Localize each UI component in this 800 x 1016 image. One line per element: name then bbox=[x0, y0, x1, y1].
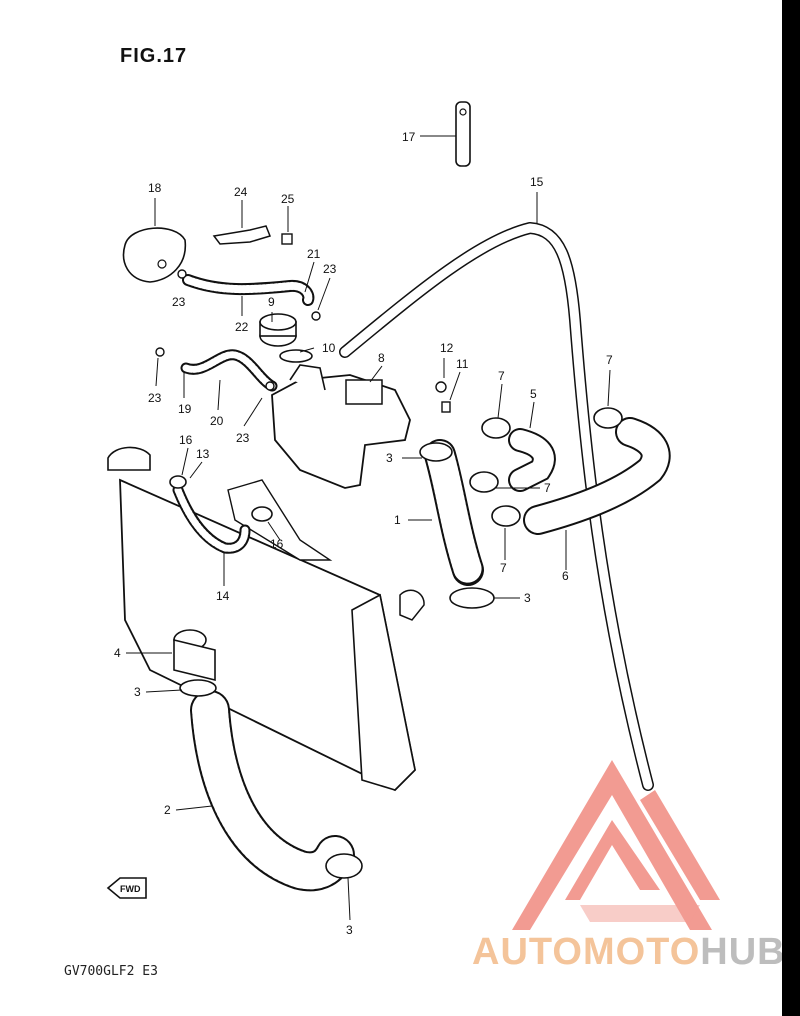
callout-16b: 16 bbox=[270, 537, 284, 551]
callout-23b: 23 bbox=[172, 295, 186, 309]
callout-18: 18 bbox=[148, 181, 162, 195]
cover-18 bbox=[122, 227, 187, 283]
callout-7c: 7 bbox=[544, 481, 551, 495]
fwd-arrow-icon: FWD bbox=[106, 877, 147, 899]
callout-16a: 16 bbox=[179, 433, 193, 447]
bracket-24 bbox=[212, 225, 272, 245]
callout-13: 13 bbox=[196, 447, 210, 461]
callout-layer bbox=[126, 135, 611, 921]
radiator-core bbox=[107, 446, 425, 792]
callout-3b: 3 bbox=[524, 591, 531, 605]
callout-23a: 23 bbox=[323, 262, 337, 276]
callout-25: 25 bbox=[281, 192, 295, 206]
callout-15: 15 bbox=[530, 175, 544, 189]
callout-17: 17 bbox=[402, 130, 416, 144]
right-border bbox=[782, 0, 800, 1016]
callout-14: 14 bbox=[216, 589, 230, 603]
watermark-text: AUTOMOTOHUB bbox=[472, 930, 786, 974]
callout-7d: 7 bbox=[500, 561, 507, 575]
callout-11: 11 bbox=[456, 357, 469, 371]
callout-1: 1 bbox=[394, 513, 401, 527]
callout-21: 21 bbox=[307, 247, 321, 261]
gasket-10 bbox=[279, 349, 313, 363]
callout-23c: 23 bbox=[148, 391, 162, 405]
callout-20: 20 bbox=[210, 414, 224, 428]
figure-title: FIG.17 bbox=[120, 45, 188, 67]
callout-22: 22 bbox=[235, 320, 249, 334]
callout-2: 2 bbox=[164, 803, 171, 817]
model-code: GV700GLF2 E3 bbox=[64, 964, 158, 979]
callout-24: 24 bbox=[234, 185, 248, 199]
callout-8: 8 bbox=[378, 351, 385, 365]
reservoir-tank-8 bbox=[271, 364, 411, 489]
callout-23d: 23 bbox=[236, 431, 250, 445]
callout-4: 4 bbox=[114, 646, 121, 660]
fitting-4 bbox=[173, 629, 216, 682]
radiator-cap-9 bbox=[259, 313, 297, 347]
callout-labels: 17 15 18 24 25 21 23 23 22 9 10 23 19 20… bbox=[114, 130, 613, 937]
clamps bbox=[169, 407, 623, 879]
callout-5: 5 bbox=[530, 387, 537, 401]
callout-7b: 7 bbox=[606, 353, 613, 367]
fasteners bbox=[155, 269, 451, 413]
watermark-text-b: HUB bbox=[700, 931, 786, 973]
callout-6: 6 bbox=[562, 569, 569, 583]
watermark-logo bbox=[512, 760, 720, 930]
callout-3a: 3 bbox=[386, 451, 393, 465]
callout-9: 9 bbox=[268, 295, 275, 309]
callout-3d: 3 bbox=[346, 923, 353, 937]
bolt-25 bbox=[281, 233, 293, 245]
callout-10: 10 bbox=[322, 341, 336, 355]
fwd-label: FWD bbox=[120, 884, 141, 894]
bracket-17 bbox=[455, 101, 471, 167]
callout-19: 19 bbox=[178, 402, 192, 416]
watermark-text-a: AUTOMOTO bbox=[472, 931, 701, 973]
callout-3c: 3 bbox=[134, 685, 141, 699]
callout-7a: 7 bbox=[498, 369, 505, 383]
callout-12: 12 bbox=[440, 341, 454, 355]
